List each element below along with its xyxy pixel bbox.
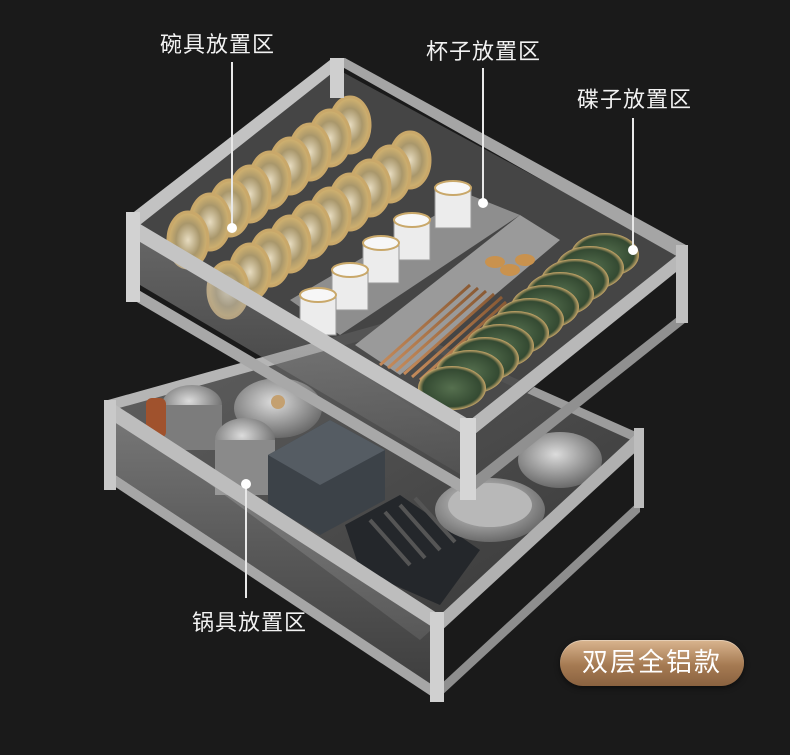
bowl-zone-label: 碗具放置区 — [160, 33, 276, 58]
appliance-top — [268, 420, 385, 485]
upper-corner-post — [460, 418, 476, 500]
lower-left-post — [104, 400, 116, 490]
chopsticks-icon — [379, 283, 508, 382]
lower-right-post — [634, 428, 644, 508]
double-layer-aluminum-badge: 双层全铝款 — [560, 640, 744, 686]
upper-right-bottom-rail — [470, 310, 686, 494]
toaster-slots — [368, 496, 457, 567]
cup — [331, 262, 369, 311]
upper-left-post — [126, 212, 140, 302]
upper-right-top-rail — [470, 248, 686, 438]
upper-back-post — [330, 58, 344, 98]
lower-front-mid-rail — [108, 470, 440, 702]
spoons-icon — [485, 254, 535, 276]
upper-drawer — [126, 58, 688, 500]
upper-front-bottom-rail — [130, 285, 470, 498]
callout-lines — [231, 62, 634, 598]
pot-zone-label: 锅具放置区 — [192, 611, 308, 636]
plates-icon — [418, 233, 639, 410]
plate-callout-dot — [628, 245, 638, 255]
upper-front-top-rail — [130, 218, 470, 438]
cup-callout-dot — [478, 198, 488, 208]
lower-front-rail-left — [108, 405, 440, 690]
lower-right-rail — [440, 430, 640, 632]
bowl-callout-dot — [227, 223, 237, 233]
pot-callout-dot — [241, 479, 251, 489]
upper-right-post — [676, 245, 688, 323]
cup-zone-label: 杯子放置区 — [426, 40, 542, 65]
upper-back-rail-right — [330, 58, 686, 258]
pot-lid-knob — [271, 395, 285, 409]
lower-front-top-rail — [108, 400, 440, 632]
callout-dots — [227, 198, 638, 489]
lower-right-rail-bottom — [440, 500, 640, 697]
lower-corner-post — [430, 612, 444, 702]
plate-zone-label: 碟子放置区 — [577, 88, 693, 113]
rice-cooker-lid-icon — [518, 432, 602, 488]
cup — [434, 180, 472, 229]
bowl-row-back — [166, 95, 372, 270]
cup — [362, 235, 400, 284]
